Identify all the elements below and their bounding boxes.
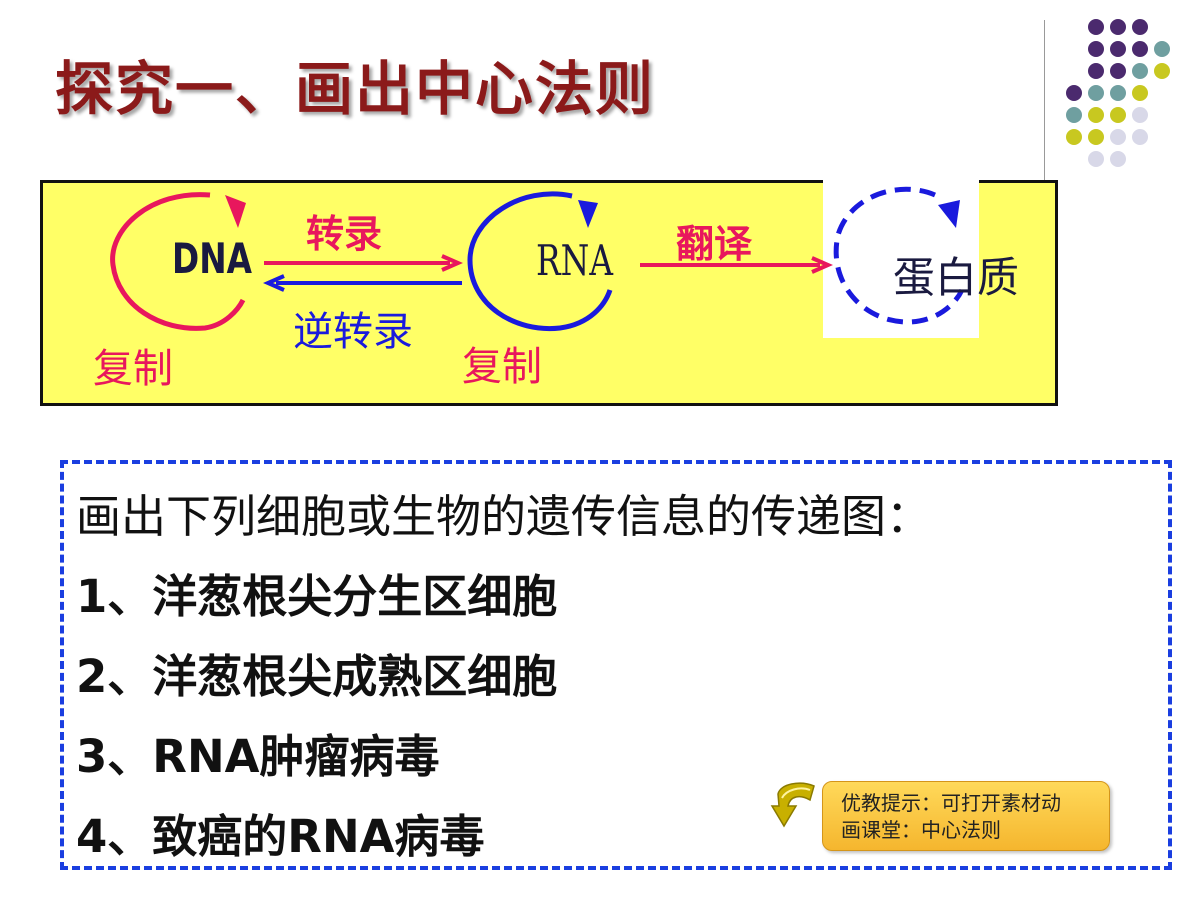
decorative-dot bbox=[1088, 151, 1104, 167]
dna-label: DNA bbox=[172, 234, 252, 283]
translation-label: 翻译 bbox=[676, 222, 753, 266]
decorative-dot bbox=[1132, 85, 1148, 101]
decorative-dot bbox=[1110, 63, 1126, 79]
task-prompt: 画出下列细胞或生物的遗传信息的传递图： bbox=[76, 490, 932, 543]
decorative-dot bbox=[1088, 107, 1104, 123]
task-box bbox=[60, 460, 1172, 870]
decorative-dot bbox=[1088, 85, 1104, 101]
reverse-transcription-arrow-icon bbox=[263, 274, 462, 292]
decorative-dot bbox=[1132, 41, 1148, 57]
hint-line-1: 优教提示：可打开素材动 bbox=[841, 791, 1061, 815]
rna-label: RNA bbox=[536, 236, 614, 285]
decorative-dot bbox=[1088, 41, 1104, 57]
decorative-dot bbox=[1088, 63, 1104, 79]
protein-label: 蛋白质 bbox=[893, 253, 1020, 302]
decorative-dot bbox=[1132, 63, 1148, 79]
decorative-dot bbox=[1066, 107, 1082, 123]
decorative-dot bbox=[1154, 63, 1170, 79]
decorative-dot bbox=[1110, 19, 1126, 35]
slide-title: 探究一、画出中心法则 bbox=[55, 55, 656, 123]
translation-arrow-icon bbox=[640, 256, 833, 274]
decorative-dot bbox=[1110, 85, 1126, 101]
task-item: 4、致癌的RNA病毒 bbox=[76, 810, 485, 863]
decorative-dot bbox=[1066, 85, 1082, 101]
decorative-dot bbox=[1088, 19, 1104, 35]
diagram-arrows bbox=[110, 186, 965, 332]
rna-replication-arrow-icon bbox=[467, 191, 613, 332]
decorative-dot bbox=[1132, 19, 1148, 35]
hint-line-2: 画课堂：中心法则 bbox=[841, 818, 1001, 842]
transcription-label: 转录 bbox=[306, 212, 383, 256]
decorative-dot bbox=[1154, 41, 1170, 57]
curved-arrow-icon[interactable] bbox=[770, 776, 840, 840]
decorative-dot bbox=[1132, 129, 1148, 145]
hint-callout[interactable]: 优教提示：可打开素材动 画课堂：中心法则 bbox=[822, 781, 1110, 851]
decorative-dot bbox=[1110, 129, 1126, 145]
decorative-dot bbox=[1088, 129, 1104, 145]
decorative-dot bbox=[1110, 107, 1126, 123]
decorative-dot-grid bbox=[1066, 19, 1170, 167]
protein-dashed-loop-icon bbox=[833, 186, 965, 325]
divider-line bbox=[1044, 20, 1045, 205]
dna-replication-label: 复制 bbox=[93, 346, 173, 392]
reverse-transcription-label: 逆转录 bbox=[293, 309, 413, 355]
task-item: 3、RNA肿瘤病毒 bbox=[76, 730, 440, 783]
decorative-dot bbox=[1132, 107, 1148, 123]
decorative-dot bbox=[1110, 151, 1126, 167]
decorative-dot bbox=[1066, 129, 1082, 145]
task-item: 2、洋葱根尖成熟区细胞 bbox=[76, 650, 558, 703]
rna-replication-label: 复制 bbox=[462, 344, 542, 390]
task-item: 1、洋葱根尖分生区细胞 bbox=[76, 570, 558, 623]
dna-replication-arrow-icon bbox=[110, 192, 246, 331]
transcription-arrow-icon bbox=[264, 254, 463, 272]
decorative-dot bbox=[1110, 41, 1126, 57]
